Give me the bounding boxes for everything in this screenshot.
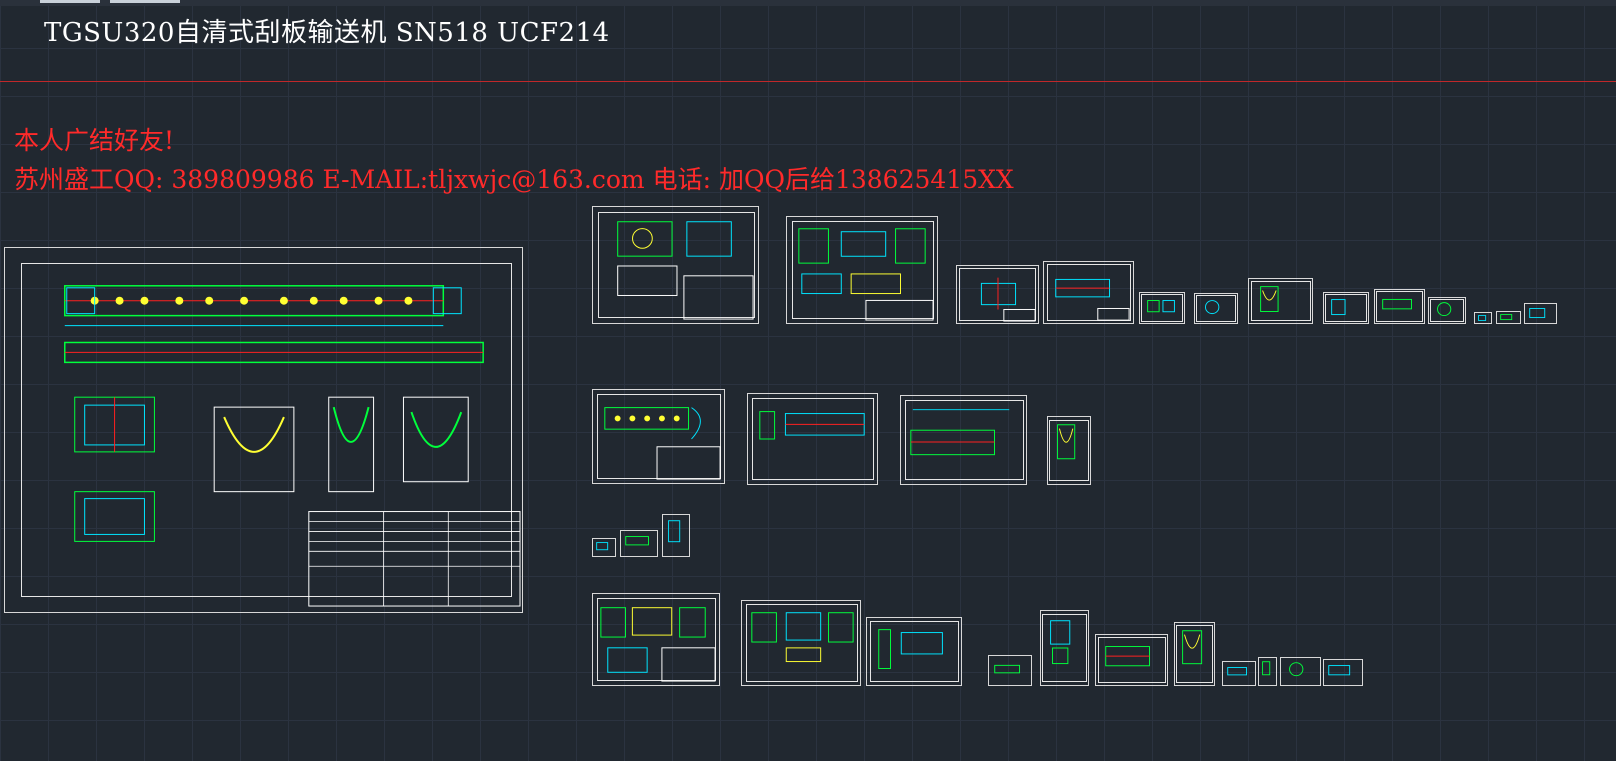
sheet-r4-06[interactable] [1095,634,1168,686]
sheet-r4-11[interactable] [1323,659,1363,686]
sheet-r4-03[interactable] [866,617,962,686]
main-assembly-drawing [64,285,521,607]
sheet-r4-11-drawing [1328,665,1351,676]
sheet-r1-04[interactable] [1043,261,1134,324]
sheet-r1-05[interactable] [1139,292,1185,324]
sheet-r4-03-drawing [878,629,943,669]
top-toolbar-strip[interactable] [0,0,1616,6]
sheet-r1-10[interactable] [1428,297,1466,324]
sheet-r2-03-drawing [910,409,1010,456]
sheet-r1-13-drawing [1529,308,1546,319]
sheet-r1-11[interactable] [1474,312,1492,324]
sheet-r1-08-drawing [1331,299,1346,316]
sheet-r2-04[interactable] [1047,416,1091,485]
sheet-r3-01-drawing [596,542,609,551]
sheet-r1-06-drawing [1205,300,1220,315]
sheet-r2-02-drawing [759,411,865,440]
sheet-r1-06[interactable] [1194,293,1238,324]
sheet-r2-01-drawing [604,407,721,480]
sheet-r1-07-drawing [1260,286,1279,312]
sheet-r2-03[interactable] [900,395,1027,485]
sheet-r1-09-drawing [1382,298,1412,310]
sheet-r1-04-drawing [1055,278,1130,321]
sheet-r1-03[interactable] [956,265,1039,324]
sheet-r1-02[interactable] [786,216,938,324]
sheet-r3-02[interactable] [620,530,658,557]
sheet-r4-02-drawing [751,612,854,663]
sheet-r1-08[interactable] [1323,292,1369,324]
sheet-r2-01[interactable] [592,389,725,484]
sheet-r2-04-drawing [1057,424,1076,460]
sheet-r4-08-drawing [1227,667,1247,676]
sheet-r3-03[interactable] [662,514,690,557]
sheet-r1-01[interactable] [592,206,759,324]
sheet-r1-12-drawing [1500,314,1513,321]
sheet-r4-08[interactable] [1222,661,1256,686]
sheet-r4-01-drawing [600,607,716,682]
sheet-r4-04[interactable] [988,655,1032,686]
sheet-r4-10-drawing [1289,662,1304,677]
sheet-r1-01-drawing [617,221,754,320]
sheet-r3-03-drawing [668,520,681,543]
sheet-r4-06-drawing [1105,646,1150,667]
ad-line-2: 苏州盛工QQ: 389809986 E-MAIL:tljxwjc@163.com… [14,165,1014,194]
sheet-r4-09[interactable] [1258,657,1277,686]
sheet-r4-04-drawing [994,664,1021,674]
sheet-r1-05-drawing [1147,300,1175,313]
sheet-r2-02[interactable] [747,393,878,485]
sheet-r1-12[interactable] [1496,311,1521,324]
sheet-r3-01[interactable] [592,538,616,557]
sheet-r4-07[interactable] [1174,622,1215,686]
sheet-r3-02-drawing [625,536,649,546]
sheet-r1-09[interactable] [1374,289,1425,324]
sheet-r4-05-drawing [1050,620,1071,665]
sheet-r1-13[interactable] [1524,303,1557,324]
sheet-r1-10-drawing [1437,302,1452,317]
sheet-r1-11-drawing [1478,315,1487,321]
title-separator-line [0,81,1616,82]
main-assembly-sheet[interactable] [4,247,523,613]
sheet-r1-07[interactable] [1248,278,1313,324]
sheet-r4-02[interactable] [741,600,861,686]
sheet-r1-03-drawing [980,277,1036,322]
drawing-title: TGSU320自清式刮板输送机 SN518 UCF214 [44,18,610,48]
sheet-r4-05[interactable] [1040,610,1089,686]
ad-line-1: 本人广结好友! [14,126,175,155]
sheet-r4-07-drawing [1182,630,1203,665]
sheet-r4-09-drawing [1262,661,1271,676]
sheet-r4-01[interactable] [592,593,720,686]
sheet-r4-10[interactable] [1280,657,1321,686]
sheet-r1-02-drawing [798,228,934,321]
